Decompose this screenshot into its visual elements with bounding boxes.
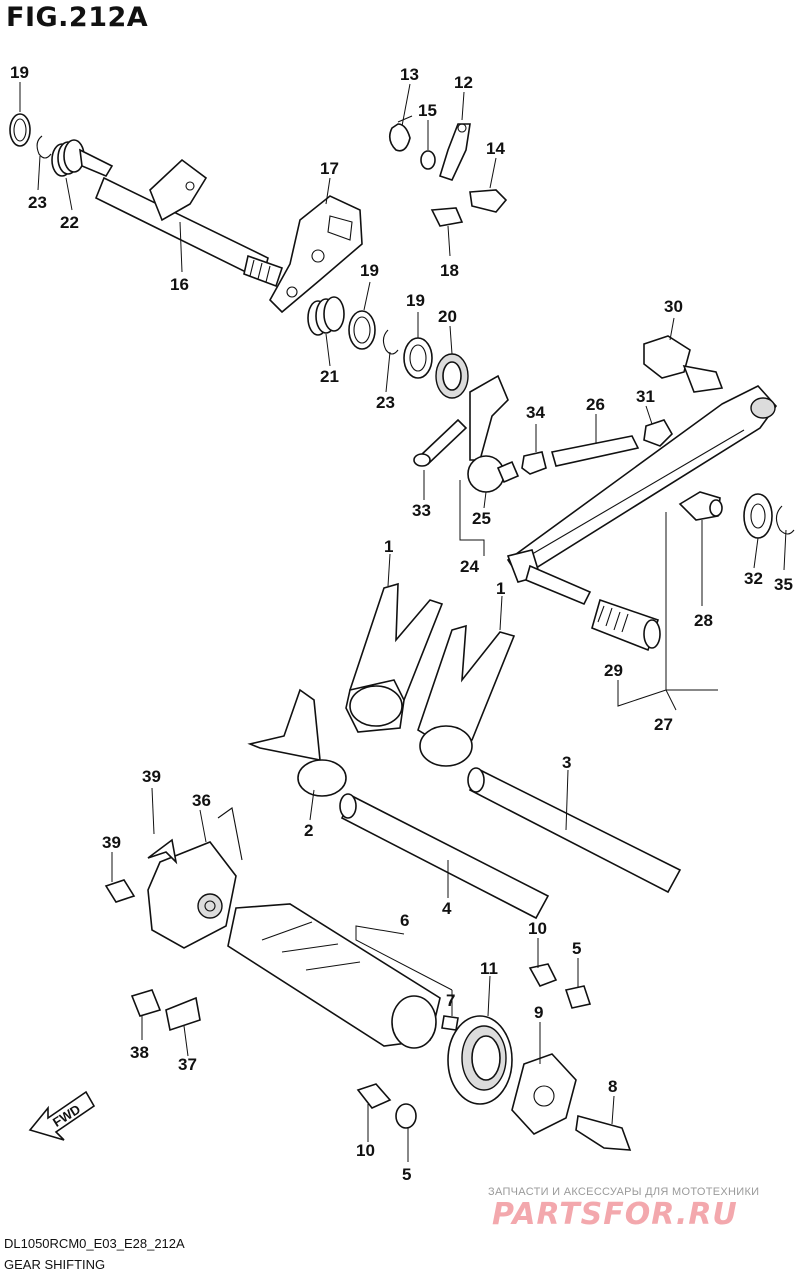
part-label: 31 xyxy=(636,387,655,406)
part-label: 29 xyxy=(604,661,623,680)
part-label: 34 xyxy=(526,403,545,422)
part-label: 5 xyxy=(402,1165,411,1184)
part-label: 1 xyxy=(496,579,505,598)
shift-lever-assembly xyxy=(413,335,795,652)
diagram-name: GEAR SHIFTING xyxy=(4,1257,106,1272)
part-label: 27 xyxy=(654,715,673,734)
part-label: 8 xyxy=(608,1077,617,1096)
part-label: 11 xyxy=(480,959,498,978)
watermark-logo: PARTSFOR.RU xyxy=(492,1197,738,1232)
shift-forks xyxy=(247,582,682,920)
gearshift-shaft-assembly xyxy=(9,113,363,314)
part-label: 36 xyxy=(192,791,211,810)
part-label: 17 xyxy=(320,159,339,178)
leader-lines xyxy=(19,82,787,1162)
part-label: 24 xyxy=(460,557,479,576)
part-label: 12 xyxy=(454,73,473,92)
part-label: 15 xyxy=(418,101,437,120)
figure-title: FIG.212A xyxy=(6,2,149,33)
part-label: 1 xyxy=(384,537,393,556)
part-label: 4 xyxy=(442,899,452,918)
fwd-direction-arrow: FWD xyxy=(28,1090,96,1141)
part-label: 32 xyxy=(744,569,763,588)
part-label: 16 xyxy=(170,275,189,294)
part-label: 35 xyxy=(774,575,793,594)
part-label: 23 xyxy=(376,393,395,412)
part-label: 38 xyxy=(130,1043,149,1062)
part-label: 26 xyxy=(586,395,605,414)
part-label: 18 xyxy=(440,261,459,280)
part-label: 19 xyxy=(360,261,379,280)
part-label: 39 xyxy=(102,833,121,852)
part-label: 37 xyxy=(178,1055,197,1074)
part-label: 30 xyxy=(664,297,683,316)
part-label: 33 xyxy=(412,501,431,520)
top-small-parts xyxy=(388,115,508,227)
part-label: 28 xyxy=(694,611,713,630)
part-label: 22 xyxy=(60,213,79,232)
part-label: 14 xyxy=(486,139,505,158)
part-label: 20 xyxy=(438,307,457,326)
shift-drum-assembly xyxy=(104,807,632,1151)
part-label: 13 xyxy=(400,65,419,84)
part-label: 19 xyxy=(406,291,425,310)
part-label: 25 xyxy=(472,509,491,528)
part-label: 3 xyxy=(562,753,571,772)
watermark-tagline: ЗАПЧАСТИ И АКСЕССУАРЫ ДЛЯ МОТОТЕХНИКИ xyxy=(488,1186,760,1198)
part-label: 19 xyxy=(10,63,29,82)
part-label: 21 xyxy=(320,367,339,386)
part-labels: 1 1 2 3 4 5 5 6 7 8 9 10 10 11 12 13 14 … xyxy=(10,63,793,1184)
part-label: 10 xyxy=(356,1141,375,1160)
part-label: 7 xyxy=(446,991,455,1010)
diagram-code: DL1050RCM0_E03_E28_212A xyxy=(4,1236,185,1251)
part-label: 5 xyxy=(572,939,581,958)
part-label: 2 xyxy=(304,821,313,840)
part-label: 6 xyxy=(400,911,409,930)
part-label: 10 xyxy=(528,919,547,938)
part-label: 9 xyxy=(534,1003,543,1022)
part-label: 23 xyxy=(28,193,47,212)
shaft-spring-washers xyxy=(307,296,469,399)
part-label: 39 xyxy=(142,767,161,786)
